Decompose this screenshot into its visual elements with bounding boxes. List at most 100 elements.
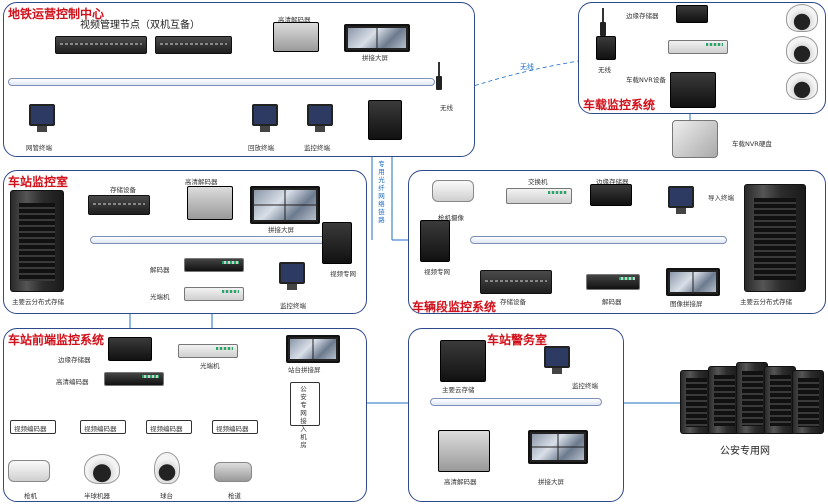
network-bus <box>8 78 435 86</box>
public-net-label: 公安专用网 <box>720 446 770 457</box>
police-term-label: 监控终端 <box>572 382 598 390</box>
screen-wall-label: 拼接大屏 <box>362 54 388 62</box>
server-icon <box>55 36 147 54</box>
computer-icon <box>307 104 333 132</box>
server-icon <box>155 36 232 54</box>
screen-wall-icon <box>666 268 720 296</box>
decoder-icon <box>438 430 490 472</box>
decoder2-label: 解码器 <box>150 266 170 274</box>
edge-storage-label: 边缘存储器 <box>626 12 659 20</box>
access-box-label: 公安专网接入机房 <box>300 385 307 449</box>
panel-title-vehicle: 车载监控系统 <box>583 98 656 112</box>
ptz-camera-icon <box>154 452 180 484</box>
police-decoder-label: 高清解码器 <box>444 478 477 486</box>
computer-icon <box>279 262 305 290</box>
panel-title-frontend: 车站前端监控系统 <box>8 333 105 347</box>
router-icon <box>596 36 616 60</box>
network-mgmt-label: 网管终端 <box>26 144 52 152</box>
depot-decoder-label: 解码器 <box>602 298 622 306</box>
dome-camera-icon <box>786 72 818 100</box>
cam-dome-label: 半球机器 <box>84 492 110 500</box>
nvr-icon <box>670 72 716 108</box>
computer-icon <box>29 104 55 132</box>
dome-camera-icon <box>786 4 818 32</box>
vehicle-hdd-label: 车载NVR硬盘 <box>732 140 772 148</box>
police-storage-label: 主要云存储 <box>442 386 475 394</box>
switch-rack-icon <box>420 220 450 262</box>
video-encoder-box <box>80 420 126 434</box>
bullet-cam-label: 枪机摄像 <box>438 214 464 222</box>
monitor-terminal2-label: 监控终端 <box>280 302 306 310</box>
video-encoder-label: 视频编码器 <box>216 425 249 433</box>
import-term-label: 导入终端 <box>708 194 734 202</box>
network-bus <box>90 236 332 244</box>
wireless-vehicle-label: 无线 <box>598 66 611 74</box>
access-box <box>290 382 320 426</box>
switch-rack-icon <box>368 100 402 140</box>
video-encoder-box <box>146 420 192 434</box>
edge-storage-icon <box>590 184 632 206</box>
decoder-icon <box>273 22 319 52</box>
screen-wall-icon <box>344 24 410 52</box>
bullet-camera-icon <box>432 180 474 202</box>
depot-storage-label: 存储设备 <box>500 298 526 306</box>
video-node-label: 视频管理节点（双机互备） <box>80 20 200 31</box>
screen-wall-icon <box>250 186 320 224</box>
server-rack-icon <box>680 370 712 434</box>
video-encoder-box <box>212 420 258 434</box>
switch-label: 交换机 <box>528 178 548 186</box>
optical2-label: 光端机 <box>200 362 220 370</box>
screen-wall-icon <box>528 430 588 464</box>
panel-title-metro-center: 地铁运营控制中心 <box>8 7 105 21</box>
cam-box-label: 枪道 <box>228 492 241 500</box>
computer-icon <box>544 346 570 374</box>
edge-storage-icon <box>108 337 152 361</box>
cam-gun-label: 枪机 <box>24 492 37 500</box>
switch-rack-icon <box>322 222 352 264</box>
server-icon <box>480 270 552 294</box>
network-bus <box>430 398 602 406</box>
switch-icon <box>506 188 572 204</box>
dedicated-link-label: 专用光纤网络链路 <box>378 160 385 224</box>
storage-rack-icon <box>744 184 806 292</box>
hd-encoder-label: 高清编码器 <box>56 378 89 386</box>
box-camera-icon <box>214 462 252 482</box>
edge-store3-label: 边缘存储器 <box>58 356 91 364</box>
display-decode-label: 站台拼接屏 <box>288 366 321 374</box>
panel-title-section: 车辆段监控系统 <box>412 300 497 314</box>
video-encoder-label: 视频编码器 <box>14 425 47 433</box>
police-screen-label: 拼接大屏 <box>538 478 564 486</box>
network-bus <box>470 236 727 244</box>
storage-unit-label: 主要云分布式存储 <box>12 298 64 306</box>
server-rack-icon <box>708 366 740 434</box>
storage-station-label: 存储设备 <box>110 186 136 194</box>
decoder-icon <box>184 258 244 272</box>
hard-disk-icon <box>672 120 718 158</box>
decoder-icon <box>187 186 233 220</box>
switch-icon <box>668 40 728 54</box>
dome-camera-icon <box>786 36 818 64</box>
antenna-icon <box>600 8 606 36</box>
dedicated-net-label: 视频专网 <box>330 270 356 278</box>
video-encoder-label: 视频编码器 <box>84 425 117 433</box>
video-encoder-label: 视频编码器 <box>150 425 183 433</box>
edge2-label: 边缘存储器 <box>596 178 629 186</box>
server-rack-icon <box>792 370 824 434</box>
encoder-icon <box>104 372 164 386</box>
optical-transceiver-icon <box>184 287 244 301</box>
antenna-icon <box>436 62 442 90</box>
bullet-camera-icon <box>8 460 50 482</box>
wireless-label: 无线 <box>440 104 453 112</box>
panel-title-police: 车站警务室 <box>487 333 548 347</box>
screen-station-label: 拼接大屏 <box>268 226 294 234</box>
screen-wall-icon <box>286 335 340 363</box>
edge-storage-icon <box>676 5 708 23</box>
monitor-terminal-label: 监控终端 <box>304 144 330 152</box>
depot-switch-label: 视频专网 <box>424 268 450 276</box>
vehicle-nvr-label: 车载NVR设备 <box>626 76 666 84</box>
cam-ptz-label: 球台 <box>160 492 173 500</box>
storage-rack-icon <box>10 190 64 292</box>
decoder-icon <box>586 274 640 290</box>
wireless-link-label: 无线 <box>520 63 534 71</box>
depot-display-label: 图像拼接屏 <box>670 300 703 308</box>
